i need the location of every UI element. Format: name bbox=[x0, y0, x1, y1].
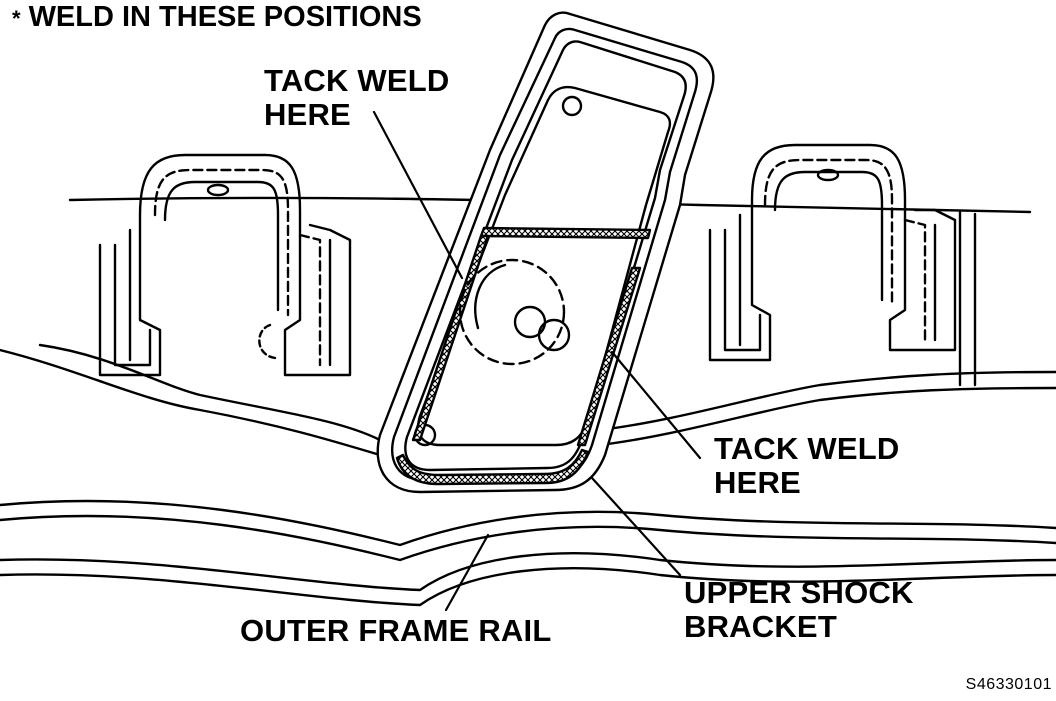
header-note: * WELD IN THESE POSITIONS bbox=[12, 0, 422, 34]
header-text: WELD IN THESE POSITIONS bbox=[28, 1, 422, 33]
label-outer-frame-rail: OUTER FRAME RAIL bbox=[240, 613, 552, 648]
label-line: HERE bbox=[714, 465, 801, 500]
leader-outer-frame-rail bbox=[444, 533, 490, 612]
asterisk-mark: * bbox=[12, 6, 21, 31]
right-u-bracket bbox=[708, 143, 957, 362]
label-line: TACK WELD bbox=[264, 63, 450, 98]
label-tack-weld-upper: TACK WELD HERE bbox=[264, 64, 449, 132]
leader-upper-shock-bracket bbox=[590, 476, 682, 577]
label-tack-weld-lower: TACK WELD HERE bbox=[714, 432, 899, 500]
label-line: UPPER SHOCK bbox=[684, 575, 914, 610]
label-line: TACK WELD bbox=[714, 431, 900, 466]
figure-id: S46330101 bbox=[965, 676, 1052, 693]
outer-frame-rail bbox=[0, 499, 1056, 607]
left-u-bracket bbox=[98, 153, 352, 377]
leader-lines bbox=[372, 110, 702, 612]
label-upper-shock-bracket: UPPER SHOCK BRACKET bbox=[684, 576, 914, 644]
label-line: BRACKET bbox=[684, 609, 837, 644]
leader-tack-weld-lower bbox=[610, 350, 702, 460]
label-line: HERE bbox=[264, 97, 351, 132]
leader-tack-weld-upper bbox=[372, 110, 464, 280]
